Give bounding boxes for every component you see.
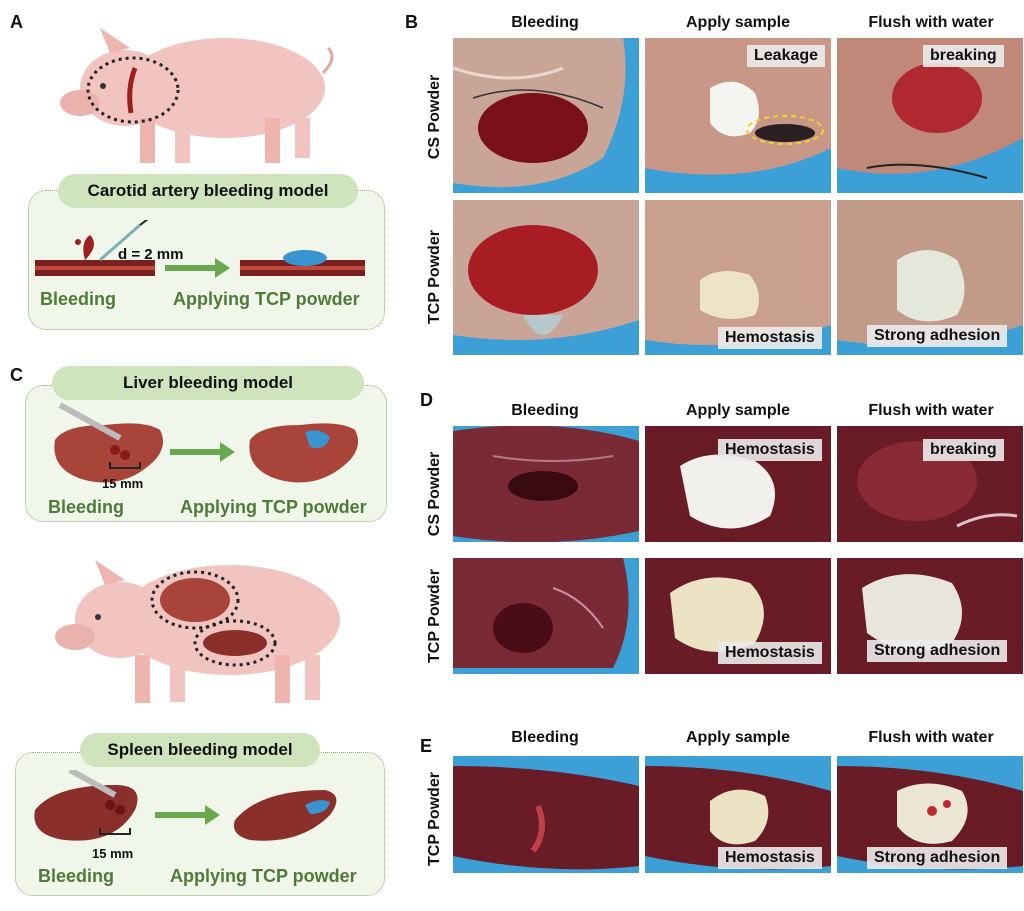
b-column-bleeding: Bleeding [511,14,579,31]
b-tcp-flush-tag: Strong adhesion [867,325,1008,347]
spleen-bleeding-label: Bleeding [38,866,115,886]
d-column-flush: Flush with water [868,402,994,419]
b-cs-bleeding-photo [453,38,639,193]
carotid-diagram [35,220,365,278]
e-column-bleeding: Bleeding [511,729,579,746]
e-column-apply: Apply sample [685,729,791,746]
spleen-model-title: Spleen bleeding model [80,733,320,767]
pig-illustration-a [60,28,334,163]
b-column-apply: Apply sample [685,14,791,31]
diameter-label: d = 2 mm [118,246,184,263]
b-column-flush: Flush with water [868,14,994,31]
liver-scale-label: 15 mm [102,476,144,491]
carotid-applying-label: Applying TCP powder [173,289,360,309]
e-row-tcp: TCP Powder [426,772,443,866]
carotid-model-title: Carotid artery bleeding model [58,174,358,208]
d-column-bleeding: Bleeding [511,402,579,419]
panel-label-e: E [420,736,433,756]
d-tcp-bleeding-photo [453,558,639,674]
b-tcp-bleeding-photo [453,200,639,355]
b-cs-flush-tag: breaking [923,45,1004,67]
liver-model-title: Liver bleeding model [52,366,364,400]
pig-illustration-c [55,560,340,703]
liver-bleeding-label: Bleeding [48,497,125,517]
liver-diagram [54,402,359,483]
d-cs-flush-tag: breaking [923,439,1004,461]
b-cs-apply-tag: Leakage [747,45,826,67]
panel-label-c: C [10,365,23,385]
b-cs-apply-photo [645,38,831,193]
spleen-scale-label: 15 mm [92,846,134,861]
e-column-flush: Flush with water [868,729,994,746]
b-cs-flush-photo [837,38,1023,193]
e-tcp-flush-tag: Strong adhesion [867,847,1008,869]
b-row-tcp: TCP Powder [426,230,443,324]
liver-applying-label: Applying TCP powder [180,497,367,517]
e-tcp-bleeding-photo [453,756,639,873]
panel-label-a: A [10,12,23,32]
panel-label-d: D [420,390,433,410]
b-tcp-apply-tag: Hemostasis [718,327,822,349]
d-cs-apply-tag: Hemostasis [718,439,822,461]
d-column-apply: Apply sample [685,402,791,419]
carotid-bleeding-label: Bleeding [40,289,117,309]
b-row-cs: CS Powder [426,74,443,160]
d-row-tcp: TCP Powder [426,569,443,663]
panel-label-b: B [405,12,418,32]
e-tcp-apply-tag: Hemostasis [718,847,822,869]
spleen-diagram [34,770,337,841]
d-cs-bleeding-photo [453,426,639,542]
d-tcp-flush-tag: Strong adhesion [867,640,1008,662]
d-tcp-apply-tag: Hemostasis [718,642,822,664]
spleen-applying-label: Applying TCP powder [170,866,357,886]
